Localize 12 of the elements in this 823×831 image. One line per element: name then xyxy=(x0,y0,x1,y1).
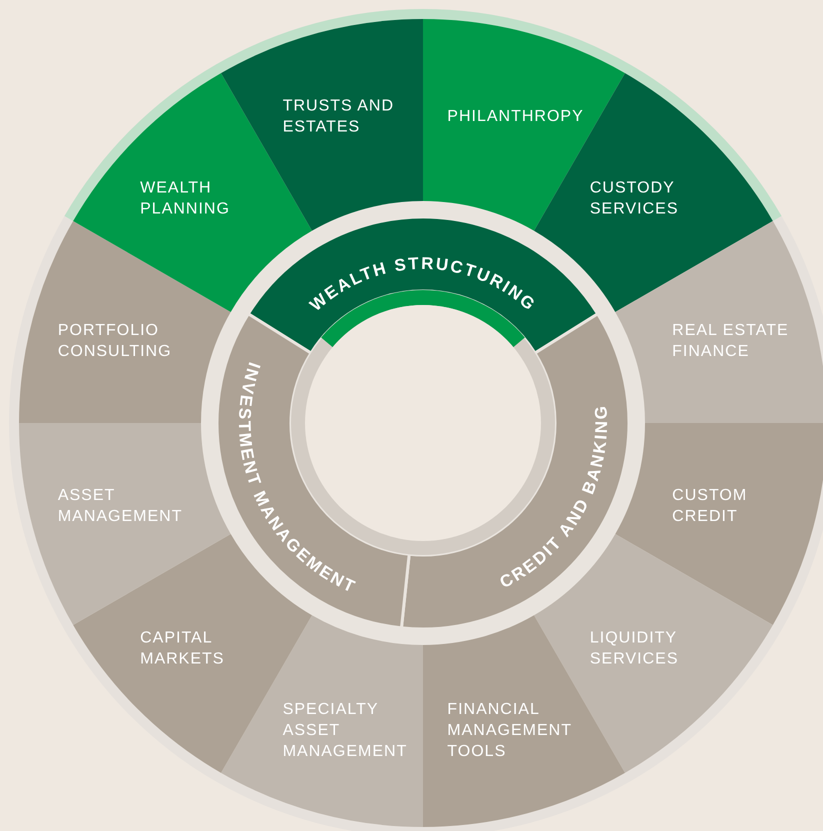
segment-label: FINANCIAL MANAGEMENT TOOLS xyxy=(447,701,572,760)
segment-label: LIQUIDITY SERVICES xyxy=(590,629,678,668)
segment-label: SPECIALTY ASSET MANAGEMENT xyxy=(282,701,408,760)
segment-label: PHILANTHROPY xyxy=(447,108,584,125)
segment-label: CUSTODY SERVICES xyxy=(590,180,678,218)
segment-label: WEALTH PLANNING xyxy=(140,180,230,218)
segment-label: TRUSTS AND ESTATES xyxy=(282,97,394,136)
segment-label: CUSTOM CREDIT xyxy=(672,486,748,525)
segment-label: ASSET MANAGEMENT xyxy=(58,486,182,525)
segment-label: PORTFOLIO CONSULTING xyxy=(58,322,172,360)
segment-label: CAPITAL MARKETS xyxy=(140,629,224,668)
segment-label: REAL ESTATE FINANCE xyxy=(672,322,789,360)
